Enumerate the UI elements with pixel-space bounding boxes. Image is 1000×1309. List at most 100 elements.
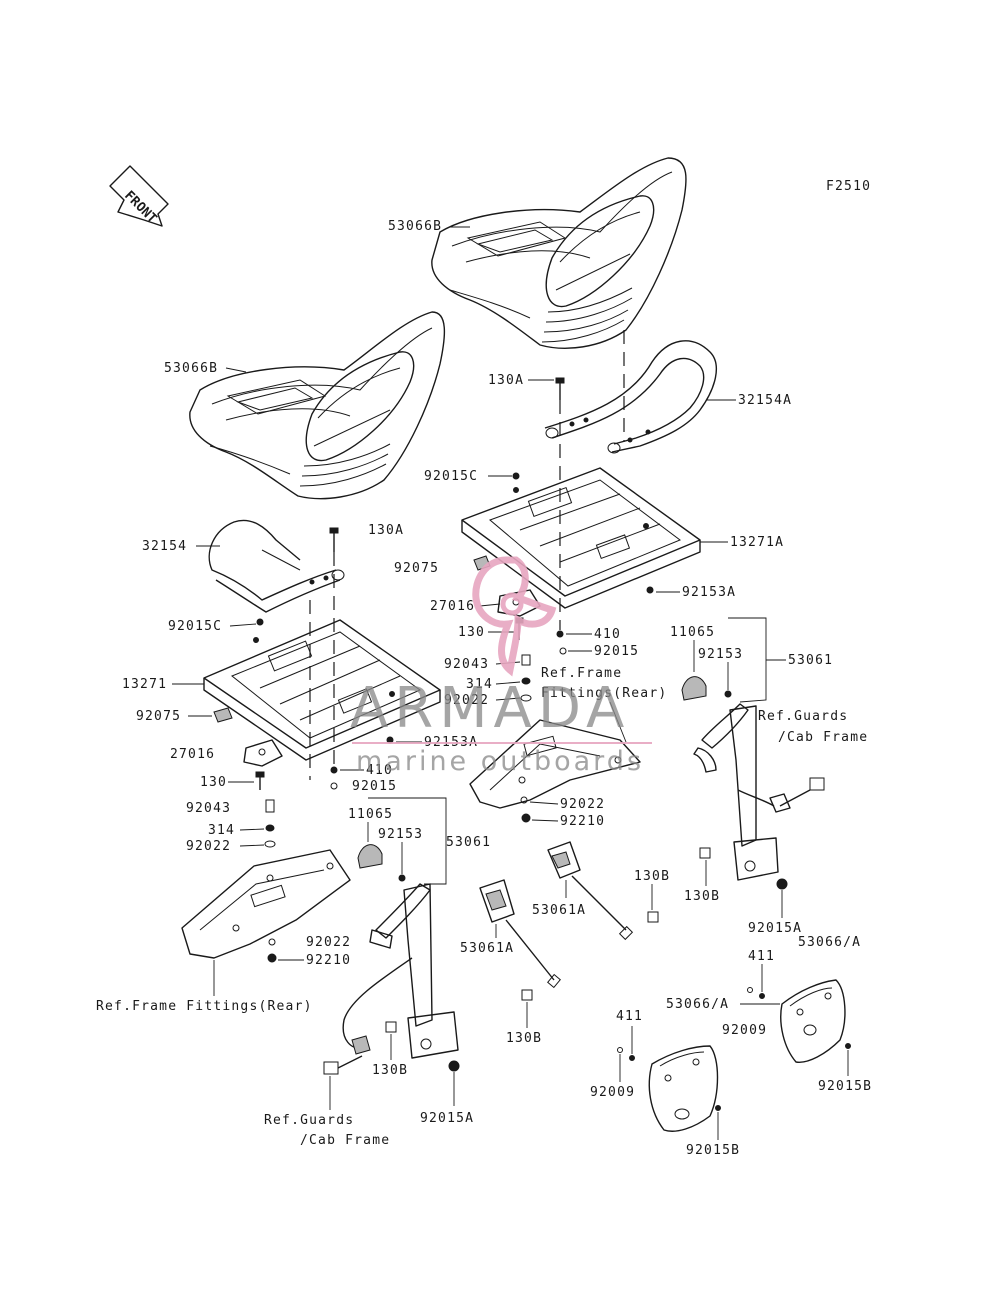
nut-410-left (330, 766, 338, 774)
bolt-92153-left (398, 874, 406, 882)
bolt-92015B-right (845, 1043, 851, 1049)
watermark-tagline: marine outboards (356, 746, 644, 777)
label-411-right: 411 (748, 949, 775, 964)
label-92009-right: 92009 (722, 1023, 767, 1038)
bolt-130B-right-upper (699, 847, 711, 859)
label-92015C-right: 92015C (424, 469, 478, 484)
buckle-53061A-right (547, 841, 634, 941)
label-92075-right: 92075 (394, 561, 439, 576)
label-92043-left: 92043 (186, 801, 231, 816)
washer-314-right (521, 677, 531, 685)
label-27016-right: 27016 (430, 599, 475, 614)
label-130B-b: 130B (684, 889, 720, 904)
frame-fitting-left (181, 849, 351, 959)
watermark-brand: ARMADA (350, 676, 630, 741)
label-92075-left: 92075 (136, 709, 181, 724)
bracket-27016-left (243, 739, 283, 767)
buckle-53061A-left (479, 879, 561, 989)
nut-92015C-left (256, 618, 264, 626)
label-ref-guards-right-2: /Cab Frame (778, 730, 868, 745)
label-92022-left-top: 92022 (186, 839, 231, 854)
label-130-right: 130 (458, 625, 485, 640)
seat-belt-53061-right (693, 703, 791, 881)
nut-92210-right (521, 813, 531, 823)
label-92210-left: 92210 (306, 953, 351, 968)
seat-base-13271A (461, 467, 701, 609)
stud-92043-left (265, 799, 275, 813)
label-130A-right: 130A (488, 373, 524, 388)
label-314-left: 314 (208, 823, 235, 838)
label-92043-right: 92043 (444, 657, 489, 672)
washer-92015-left (330, 782, 338, 790)
label-130B-d: 130B (372, 1063, 408, 1078)
label-53061-right: 53061 (788, 653, 833, 668)
nut-92015A-left (448, 1060, 460, 1072)
nut-92210-left (267, 953, 277, 963)
label-ref-guards-left-2: /Cab Frame (300, 1133, 390, 1148)
bolt-130-left (255, 771, 265, 790)
label-11065-left: 11065 (348, 807, 393, 822)
nut-92015C-right (512, 472, 520, 480)
label-32154A: 32154A (738, 393, 792, 408)
label-53061-left: 53061 (446, 835, 491, 850)
nut-92015A-right (776, 878, 788, 890)
nut-411-right (759, 993, 765, 999)
label-27016-left: 27016 (170, 747, 215, 762)
clip-92075-left (213, 707, 233, 723)
stud-92043-right (521, 654, 531, 666)
seat-lower-53066B (189, 311, 446, 500)
bolt-guard-right (779, 777, 825, 807)
label-92153-right: 92153 (698, 647, 743, 662)
washer-92015-right (559, 647, 567, 655)
washer-92009-right (747, 987, 753, 993)
cover-53066A-left (648, 1045, 719, 1132)
label-53061A-a: 53061A (532, 903, 586, 918)
label-13271A: 13271A (730, 535, 784, 550)
label-13271: 13271 (122, 677, 167, 692)
label-11065-right: 11065 (670, 625, 715, 640)
label-411-left: 411 (616, 1009, 643, 1024)
bolt-130B-right-mid (647, 911, 659, 923)
washer-92022-left-bot (268, 938, 276, 946)
cover-53066A-right (780, 979, 846, 1063)
label-92015-left: 92015 (352, 779, 397, 794)
label-53066A-left: 53066/A (666, 997, 729, 1012)
label-ref-frame-right-2: Fittings(Rear) (541, 686, 667, 701)
seat-upper-53066B (431, 157, 687, 349)
nut-410-right (556, 630, 564, 638)
front-arrow-icon: FRONT (109, 165, 169, 227)
bolt-130A-left (329, 527, 339, 552)
washer-92009-left (617, 1047, 623, 1053)
label-130A-left: 130A (368, 523, 404, 538)
label-92015B-left: 92015B (686, 1143, 740, 1158)
label-130-left: 130 (200, 775, 227, 790)
washer-92022-right-top (520, 694, 532, 702)
label-92015A-right: 92015A (748, 921, 802, 936)
label-92153A-right: 92153A (682, 585, 736, 600)
label-92022-right-top: 92022 (444, 693, 489, 708)
bolt-92015B-left (715, 1105, 721, 1111)
label-ref-guards-right-1: Ref.Guards (758, 709, 848, 724)
label-92022-left-bot: 92022 (306, 935, 351, 950)
label-92009-left: 92009 (590, 1085, 635, 1100)
label-92210-right: 92210 (560, 814, 605, 829)
cover-11065-left (357, 844, 383, 869)
figure-code: F2510 (826, 179, 871, 194)
label-53061A-b: 53061A (460, 941, 514, 956)
label-130B-a: 130B (634, 869, 670, 884)
washer-314-left (265, 824, 275, 832)
bolt-92153A-right (646, 586, 654, 594)
label-ref-frame-right-1: Ref.Frame (541, 666, 622, 681)
seat-base-13271 (203, 619, 441, 761)
bolt-130A-right (555, 377, 565, 400)
label-92015A-left: 92015A (420, 1111, 474, 1126)
front-arrow-label: FRONT (121, 188, 159, 226)
label-92153-left: 92153 (378, 827, 423, 842)
nut-411-left (629, 1055, 635, 1061)
bolt-130B-left-lower (385, 1021, 397, 1033)
washer-92022-left-top (264, 840, 276, 848)
bolt-130B-left-mid (521, 989, 533, 1001)
label-130B-c: 130B (506, 1031, 542, 1046)
cover-11065-right (681, 676, 707, 701)
bolt-guard-left (323, 1055, 363, 1075)
